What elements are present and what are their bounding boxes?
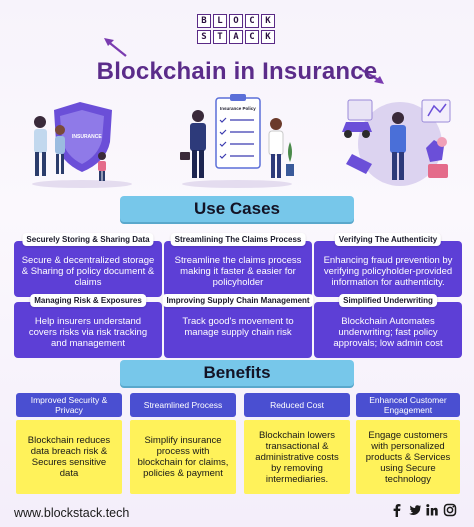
use-cases-heading: Use Cases [120,196,354,222]
benefit-card: Blockchain lowers transactional & admini… [244,420,350,494]
family-shield-illustration: INSURANCE [32,102,132,188]
use-case-tag: Simplified Underwriting [339,294,437,307]
shield-label: INSURANCE [72,134,102,140]
logo-letter: K [261,30,275,44]
use-case-text: Blockchain Automates underwriting; fast … [333,316,443,349]
benefit-card: Simplify insurance process with blockcha… [130,420,236,494]
decorative-arrow-icon [104,38,127,57]
benefit-card: Engage customers with personalized produ… [356,420,460,494]
logo-letter: T [213,30,227,44]
use-case-tag: Streamlining The Claims Process [170,233,306,246]
benefits-heading: Benefits [120,360,354,386]
use-case-tag: Verifying The Authenticity [334,233,442,246]
use-case-text: Enhancing fraud prevention by verifying … [323,255,453,288]
use-case-card: Simplified Underwriting Blockchain Autom… [314,294,462,358]
logo-letter: C [245,14,259,28]
use-case-card: Streamlining The Claims Process Streamli… [164,233,312,297]
use-case-text: Track good's movement to manage supply c… [182,316,294,338]
website-link[interactable]: www.blockstack.tech [14,506,130,520]
use-case-text: Secure & decentralized storage & Sharing… [21,255,155,288]
use-case-text: Streamline the claims process making it … [174,255,302,288]
logo-letter: C [245,30,259,44]
use-case-card: Managing Risk & Exposures Help insurers … [14,294,162,358]
use-case-card: Verifying The Authenticity Enhancing fra… [314,233,462,297]
clipboard-label: Insurance Policy [220,106,256,111]
use-case-card: Securely Storing & Sharing Data Secure &… [14,233,162,297]
twitter-icon[interactable] [408,503,422,517]
use-case-text: Help insurers understand covers risks vi… [28,316,148,349]
linkedin-icon[interactable] [425,503,439,517]
benefit-card: Blockchain reduces data breach risk & Se… [16,420,122,494]
benefit-title: Streamlined Process [130,393,236,417]
use-case-tag: Securely Storing & Sharing Data [22,233,154,246]
blockstack-logo: B L O C K S T A C K [197,14,277,44]
use-case-tag: Managing Risk & Exposures [30,294,146,307]
benefit-title: Enhanced Customer Engagement [356,393,460,417]
logo-letter: O [229,14,243,28]
page-title: Blockchain in Insurance [96,58,378,85]
logo-letter: K [261,14,275,28]
logo-letter: S [197,30,211,44]
decorative-arrow-icon [361,69,384,84]
logo-letter: L [213,14,227,28]
assets-protection-illustration [342,99,451,186]
benefit-title: Improved Security & Privacy [16,393,122,417]
instagram-icon[interactable] [443,503,457,517]
logo-letter: B [197,14,211,28]
facebook-icon[interactable] [390,503,404,517]
use-case-card: Improving Supply Chain Management Track … [162,294,314,358]
logo-letter: A [229,30,243,44]
use-case-tag: Improving Supply Chain Management [162,294,314,307]
benefit-title: Reduced Cost [244,393,350,417]
insurance-policy-illustration: Insurance Policy [180,94,294,188]
